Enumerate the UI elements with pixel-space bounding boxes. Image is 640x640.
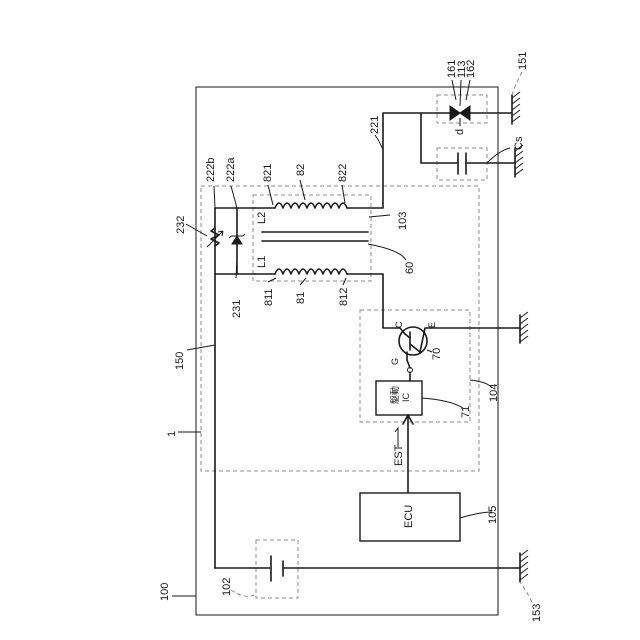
leader-162: [466, 80, 470, 100]
label-102: 102: [221, 578, 233, 596]
coil-82: [275, 203, 347, 208]
label-104: 104: [488, 384, 500, 402]
leader-222b: [214, 186, 215, 208]
label-231: 231: [231, 300, 243, 318]
label-est: EST: [393, 444, 405, 466]
label-222a: 222a: [225, 157, 237, 182]
label-222b: 222b: [205, 158, 217, 182]
label-821: 821: [262, 164, 274, 182]
label-162: 162: [465, 60, 477, 78]
leader-82: [300, 180, 305, 200]
leader-822: [342, 185, 345, 203]
label-1: 1: [166, 431, 178, 437]
label-ic: IC: [401, 392, 411, 402]
label-L2: L2: [256, 212, 268, 224]
capacitor-wire-left: [421, 113, 457, 163]
leader-113: [460, 80, 461, 106]
capacitor-cs: [458, 153, 466, 174]
label-cs: Cs: [513, 136, 525, 150]
label-105: 105: [487, 506, 499, 524]
igbt-legs: [405, 334, 420, 352]
leader-222a: [231, 186, 237, 208]
ground-151-icon: [512, 92, 520, 124]
leader-161: [452, 80, 456, 100]
leader-153: [520, 582, 532, 602]
label-822: 822: [337, 164, 349, 182]
electrode-162: [460, 106, 470, 120]
battery-102: [271, 556, 283, 581]
label-151: 151: [517, 52, 529, 70]
label-82: 82: [295, 164, 307, 176]
label-d: d: [454, 129, 466, 135]
supply-wire: [215, 208, 237, 568]
label-ecu: ECU: [403, 505, 415, 528]
label-100: 100: [159, 583, 171, 601]
ground-153-icon: [520, 550, 528, 582]
coil-81: [275, 269, 347, 274]
est-label-arrow: [395, 428, 398, 447]
label-150: 150: [174, 352, 186, 370]
label-70: 70: [431, 348, 443, 360]
label-811: 811: [263, 288, 275, 306]
label-71: 71: [460, 406, 472, 418]
label-L1: L1: [256, 256, 268, 268]
label-E: E: [427, 322, 437, 328]
wire-221: [347, 113, 437, 208]
leader-231: [236, 260, 237, 278]
labels-layer: 100 1 150 102 153 151 161 113 162 d Cs 2…: [159, 52, 543, 622]
leader-103: [369, 215, 390, 217]
label-812: 812: [338, 288, 350, 306]
label-drive: 駆動: [390, 386, 400, 404]
label-232: 232: [175, 216, 187, 234]
electrode-161: [450, 106, 460, 120]
zener-diode-231: [232, 236, 242, 244]
label-103: 103: [397, 212, 409, 230]
spark-plug-box: [437, 95, 487, 123]
leader-71: [422, 398, 463, 408]
label-221: 221: [369, 116, 381, 134]
ground-emitter-icon: [520, 312, 528, 343]
label-C: C: [394, 321, 404, 328]
battery-box-102: [256, 540, 298, 598]
label-G: G: [390, 358, 400, 365]
leader-151: [512, 72, 522, 95]
label-153: 153: [531, 604, 543, 622]
leader-102: [231, 590, 256, 596]
leader-60: [368, 244, 406, 260]
label-81: 81: [295, 292, 307, 304]
leader-221: [375, 135, 383, 150]
label-60: 60: [404, 262, 416, 274]
capacitor-box: [437, 148, 487, 180]
